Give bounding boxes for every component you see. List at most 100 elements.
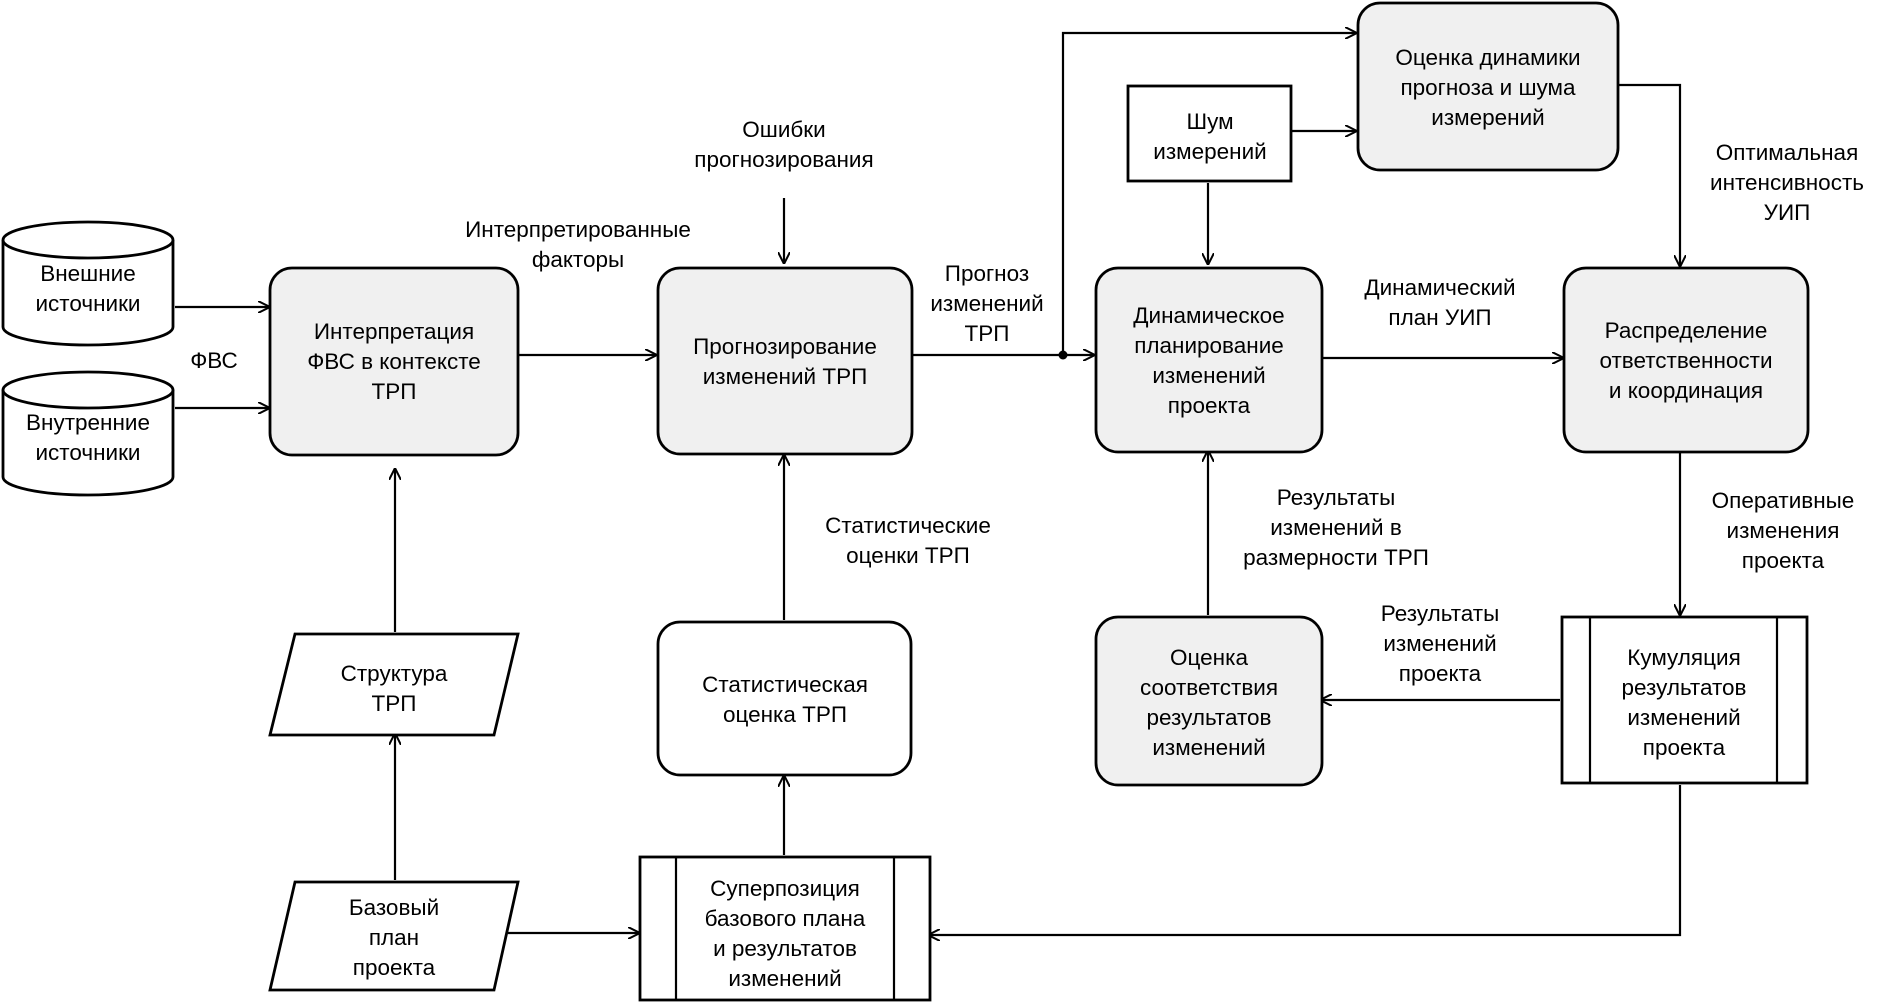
label-dynamic-plan: Динамический план УИП bbox=[1364, 275, 1515, 330]
node-structure bbox=[268, 632, 520, 737]
node-interpretation-label-line: Интерпретация bbox=[314, 319, 474, 344]
edge-cumulation-to-superposition bbox=[930, 785, 1682, 935]
node-statistical-estimate-label-line: Статистическая bbox=[702, 672, 868, 697]
node-structure-label-line: ТРП bbox=[372, 691, 417, 716]
node-interpretation bbox=[268, 266, 520, 457]
label-trp-forecast-line: изменений bbox=[930, 291, 1043, 316]
node-cumulation-label-line: проекта bbox=[1643, 735, 1726, 760]
label-trp-forecast-line: ТРП bbox=[965, 321, 1010, 346]
node-conformity bbox=[1094, 615, 1324, 787]
label-optimal-intensity-line: Оптимальная bbox=[1716, 140, 1859, 165]
label-interpreted-factors-line: факторы bbox=[532, 247, 624, 272]
node-base-plan-label-line: Базовый bbox=[349, 895, 439, 920]
node-conformity-label: Оценка соответствия результатов изменений bbox=[1140, 645, 1278, 760]
node-base-plan-label-line: проекта bbox=[353, 955, 436, 980]
label-project-results-line: изменений bbox=[1383, 631, 1496, 656]
node-forecasting bbox=[656, 266, 914, 456]
label-project-results-line: Результаты bbox=[1381, 601, 1500, 626]
label-dynamic-plan-line: Динамический bbox=[1364, 275, 1515, 300]
label-project-results: Результаты изменений проекта bbox=[1381, 601, 1500, 686]
node-dynamic-planning-label-line: проекта bbox=[1168, 393, 1251, 418]
label-results-trp: Результаты изменений в размерности ТРП bbox=[1243, 485, 1429, 570]
node-superposition-label: Суперпозиция базового плана и результатов и… bbox=[705, 876, 866, 991]
node-statistical-estimate-label: Статистическая оценка ТРП bbox=[702, 672, 868, 727]
node-cumulation-label-line: результатов bbox=[1621, 675, 1746, 700]
node-dynamic-planning-label-line: изменений bbox=[1152, 363, 1265, 388]
label-operational-changes-line: изменения bbox=[1727, 518, 1840, 543]
node-base-plan-label-line: план bbox=[369, 925, 419, 950]
node-dynamic-planning-label: Динамическое планирование изменений проекта bbox=[1133, 303, 1284, 418]
node-distribution-label-line: и координация bbox=[1609, 378, 1763, 403]
node-superposition-label-line: Суперпозиция bbox=[710, 876, 860, 901]
node-interpretation-label-line: ФВС в контексте bbox=[307, 349, 481, 374]
node-cumulation-label: Кумуляция результатов изменений проекта bbox=[1621, 645, 1746, 760]
node-statistical-estimate bbox=[656, 620, 913, 777]
node-statistical-estimate-label-line: оценка ТРП bbox=[723, 702, 847, 727]
node-cumulation bbox=[1560, 615, 1809, 785]
edges bbox=[175, 33, 1680, 935]
label-interpreted-factors-line: Интерпретированные bbox=[465, 217, 691, 242]
node-forecasting-label: Прогнозирование изменений ТРП bbox=[693, 334, 877, 389]
node-structure-label-line: Структура bbox=[341, 661, 448, 686]
node-cumulation-label-line: Кумуляция bbox=[1627, 645, 1741, 670]
node-superposition-label-line: базового плана bbox=[705, 906, 866, 931]
node-conformity-label-line: соответствия bbox=[1140, 675, 1278, 700]
label-project-results-line: проекта bbox=[1399, 661, 1482, 686]
label-fvs: ФВС bbox=[190, 348, 238, 373]
label-optimal-intensity-line: интенсивность bbox=[1710, 170, 1864, 195]
node-internal-sources-label-line: источники bbox=[35, 440, 140, 465]
node-conformity-label-line: Оценка bbox=[1170, 645, 1248, 670]
node-dynamics-assessment bbox=[1356, 1, 1620, 172]
node-superposition-label-line: изменений bbox=[728, 966, 841, 991]
label-results-trp-line: изменений в bbox=[1270, 515, 1402, 540]
node-distribution bbox=[1562, 266, 1810, 454]
label-forecast-errors-line: прогнозирования bbox=[694, 147, 873, 172]
node-dynamics-assessment-label-line: Оценка динамики bbox=[1395, 45, 1580, 70]
label-dynamic-plan-line: план УИП bbox=[1388, 305, 1491, 330]
label-operational-changes: Оперативные изменения проекта bbox=[1712, 488, 1855, 573]
node-noise bbox=[1126, 84, 1293, 183]
label-operational-changes-line: проекта bbox=[1742, 548, 1825, 573]
label-statistical-estimates-line: оценки ТРП bbox=[846, 543, 970, 568]
node-external-sources-label: Внешние источники bbox=[35, 261, 140, 316]
node-distribution-label-line: Распределение bbox=[1605, 318, 1768, 343]
edge-forecast-to-dynamics-assessment bbox=[1061, 33, 1355, 355]
label-results-trp-line: Результаты bbox=[1277, 485, 1396, 510]
label-interpreted-factors: Интерпретированные факторы bbox=[465, 217, 691, 272]
node-base-plan-label: Базовый план проекта bbox=[349, 895, 439, 980]
node-conformity-label-line: изменений bbox=[1152, 735, 1265, 760]
label-results-trp-line: размерности ТРП bbox=[1243, 545, 1429, 570]
node-external-sources bbox=[1, 220, 175, 347]
node-external-sources-label-line: Внешние bbox=[40, 261, 136, 286]
node-internal-sources-label: Внутренние источники bbox=[26, 410, 150, 465]
edge-dynamics-assessment-to-distribution bbox=[1618, 83, 1680, 265]
node-dynamic-planning-label-line: планирование bbox=[1134, 333, 1284, 358]
node-external-sources-label-line: источники bbox=[35, 291, 140, 316]
node-conformity-label-line: результатов bbox=[1146, 705, 1271, 730]
label-operational-changes-line: Оперативные bbox=[1712, 488, 1855, 513]
node-dynamics-assessment-label-line: прогноза и шума bbox=[1400, 75, 1576, 100]
node-dynamic-planning-label-line: Динамическое bbox=[1133, 303, 1284, 328]
node-interpretation-label-line: ТРП bbox=[372, 379, 417, 404]
label-forecast-errors-line: Ошибки bbox=[742, 117, 825, 142]
node-forecasting-label-line: изменений ТРП bbox=[703, 364, 868, 389]
node-cumulation-label-line: изменений bbox=[1627, 705, 1740, 730]
node-noise-label-line: измерений bbox=[1153, 139, 1266, 164]
node-superposition-label-line: и результатов bbox=[713, 936, 857, 961]
node-internal-sources bbox=[1, 370, 175, 497]
node-forecasting-label-line: Прогнозирование bbox=[693, 334, 877, 359]
label-forecast-errors: Ошибки прогнозирования bbox=[694, 117, 873, 172]
label-fvs-line: ФВС bbox=[190, 348, 238, 373]
node-dynamic-planning bbox=[1094, 266, 1324, 454]
node-internal-sources-label-line: Внутренние bbox=[26, 410, 150, 435]
node-base-plan bbox=[268, 880, 520, 992]
node-superposition bbox=[638, 855, 932, 1002]
